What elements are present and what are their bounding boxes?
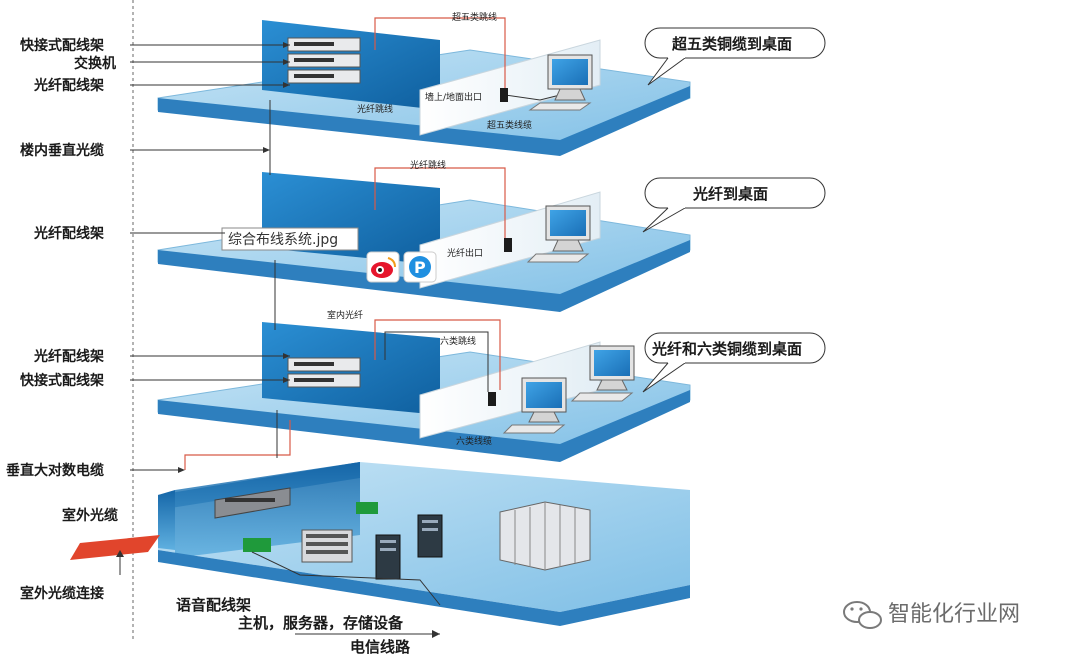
monitor-icon [528,54,593,111]
rack-stack-3 [287,357,361,388]
label-outdoor-fiber-connect: 室外光缆连接 [20,585,104,602]
watermark-text: 智能化行业网 [888,602,1020,627]
server-tower [417,514,443,558]
monitor-icon [570,345,635,402]
basement-switch [214,487,291,519]
label-fiber-jumper-2: 光纤跳线 [410,159,446,171]
label-fiber-patch-panel-3: 光纤配线架 [33,348,104,365]
callout-floor1 [644,27,826,86]
callout-floor2 [642,177,826,233]
label-voice-patch-panel: 语音配线架 [176,596,251,614]
rack-stack-1 [287,37,361,84]
label-quick-patch-panel-3: 快接式配线架 [20,372,104,389]
label-hosts-servers: 主机，服务器，存储设备 [238,614,404,632]
label-indoor-fiber: 室内光纤 [327,309,363,321]
filename-tag [221,227,359,251]
pinterest-p-icon[interactable]: P [403,251,437,283]
storage-cabinets [499,501,591,571]
floor-1 [157,17,691,156]
label-fiber-jumper-1: 光纤跳线 [357,103,393,115]
outdoor-fiber-pad [70,535,160,560]
svg-text:P: P [414,258,426,277]
filename-text: 综合布线系统.jpg [228,232,338,248]
wechat-icon [843,601,882,629]
floor-3 [157,319,691,462]
callout-text-floor3: 光纤和六类铜缆到桌面 [651,340,802,358]
basement [158,420,690,626]
label-vertical-copper: 垂直大对数电缆 [6,462,104,479]
label-fiber-patch-panel-2: 光纤配线架 [33,225,104,242]
weibo-icon[interactable] [366,251,400,283]
server-rack [301,529,353,563]
label-cat5e-cable: 超五类线缆 [487,119,532,131]
left-connectors [130,44,290,471]
label-quick-patch-panel-1: 快接式配线架 [20,37,104,54]
server-tower [375,534,401,580]
label-vertical-fiber: 楼内垂直光缆 [20,142,104,159]
monitor-icon [526,205,591,263]
monitor-icon [502,377,567,434]
label-switch: 交换机 [74,55,116,72]
floor-2: P [157,167,691,312]
label-wall-outlet: 墙上/地面出口 [425,91,482,103]
label-cat6-jumper: 六类跳线 [440,335,476,347]
watermark: 智能化行业网 [843,601,1020,629]
callout-text-floor2: 光纤到桌面 [692,185,768,203]
label-fiber-patch-panel-1: 光纤配线架 [33,77,104,94]
label-outdoor-fiber: 室外光缆 [62,507,118,524]
callout-floor3 [642,332,826,393]
label-cat6-cable: 六类线缆 [456,435,492,447]
label-cat5e-jumper: 超五类跳线 [452,11,497,23]
callout-text-floor1: 超五类铜缆到桌面 [671,35,792,53]
label-fiber-outlet: 光纤出口 [447,247,483,259]
label-telecom-line: 电信线路 [350,638,411,656]
